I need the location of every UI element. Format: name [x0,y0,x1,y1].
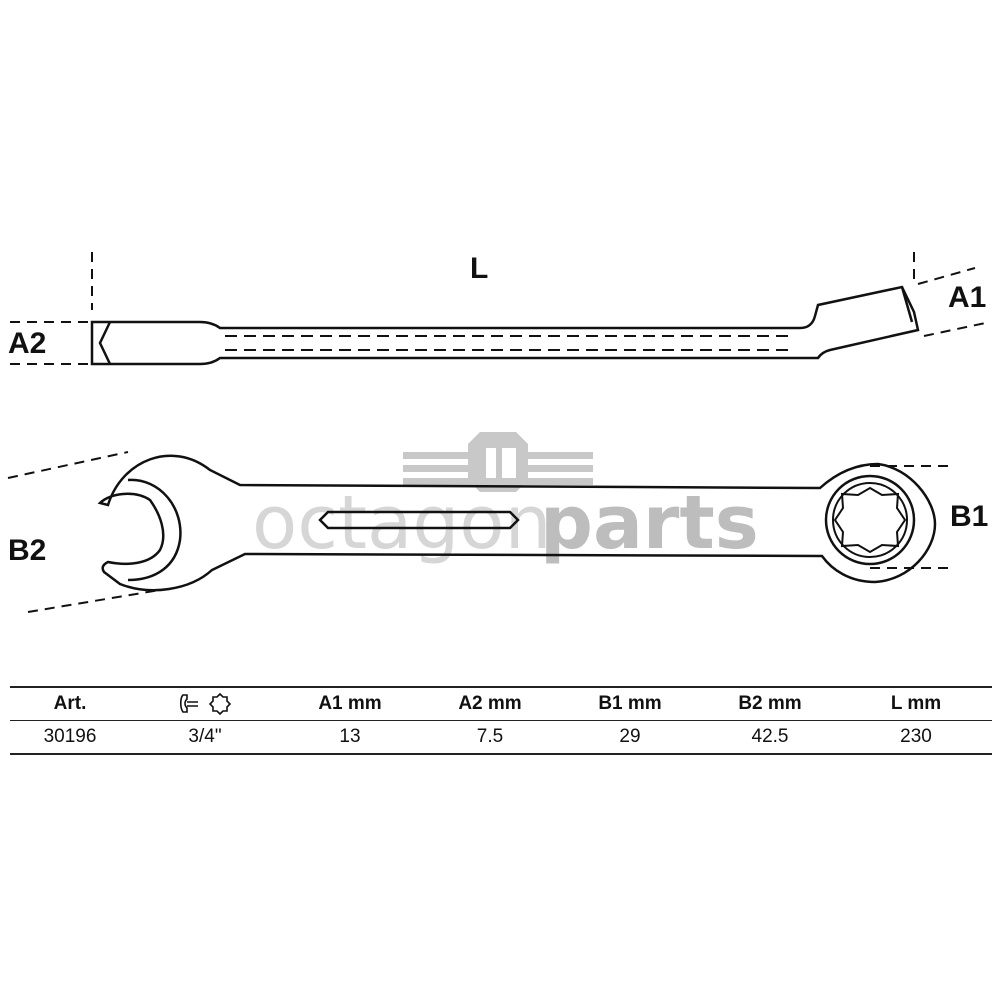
side-view-hidden-lines [225,335,790,351]
cell-size: 3/4" [130,720,280,755]
b1-label: B1 [950,500,988,533]
twelve-point-ring-icon [208,692,232,716]
cell-b1: 29 [560,720,700,755]
open-end-jaw-inner [127,478,182,582]
header-a2: A2 mm [420,686,560,721]
ring-end-inner-circle [832,482,908,558]
open-end-head-outline [97,454,937,592]
ring-end [824,474,916,566]
side-view-ring-end-bevel [900,286,914,323]
b2-extension-top [7,451,129,479]
a1-label: A1 [948,281,986,314]
header-size [130,686,280,721]
shank-slot [318,510,520,530]
header-b1: B1 mm [560,686,700,721]
header-size-icons [178,692,232,716]
top-view-dimension-lines [7,451,952,613]
side-view-open-end-bevel [98,321,112,365]
side-view-outline [90,285,920,366]
a1-extension-top [917,267,976,285]
b2-label: B2 [8,534,46,567]
cell-a2: 7.5 [420,720,560,755]
table-row: 30196 3/4" 13 7.5 29 42.5 230 [10,720,992,755]
cell-art: 30196 [10,720,130,755]
watermark-text-light: octagon [252,480,551,566]
spec-table-header-row: Art. A1 mm A2 mm B1 mm B2 mm L mm [10,686,992,721]
wrench-side-view [90,285,920,366]
b2-extension-bottom [27,589,161,613]
header-l: L mm [840,686,992,721]
side-view-dimension-lines [10,252,991,365]
ring-end-outer-circle [824,474,916,566]
wrench-top-view [97,454,937,592]
cell-a1: 13 [280,720,420,755]
header-b2: B2 mm [700,686,840,721]
a2-label: A2 [8,327,46,360]
header-art: Art. [10,686,130,721]
ring-end-twelve-point [833,486,907,554]
length-label: L [470,252,488,285]
cell-l: 230 [840,720,992,755]
a1-extension-bottom [923,321,991,337]
wrench-technical-drawing: octagon parts L A2 A1 B2 B1 [7,252,991,613]
open-end-wrench-icon [179,694,198,713]
octagon-parts-logo [403,432,593,492]
spec-table: Art. A1 mm A2 mm B1 mm B2 mm L mm 3019 [10,686,992,755]
watermark-text-bold: parts [540,480,759,566]
cell-b2: 42.5 [700,720,840,755]
watermark: octagon parts [252,432,759,566]
header-a1: A1 mm [280,686,420,721]
